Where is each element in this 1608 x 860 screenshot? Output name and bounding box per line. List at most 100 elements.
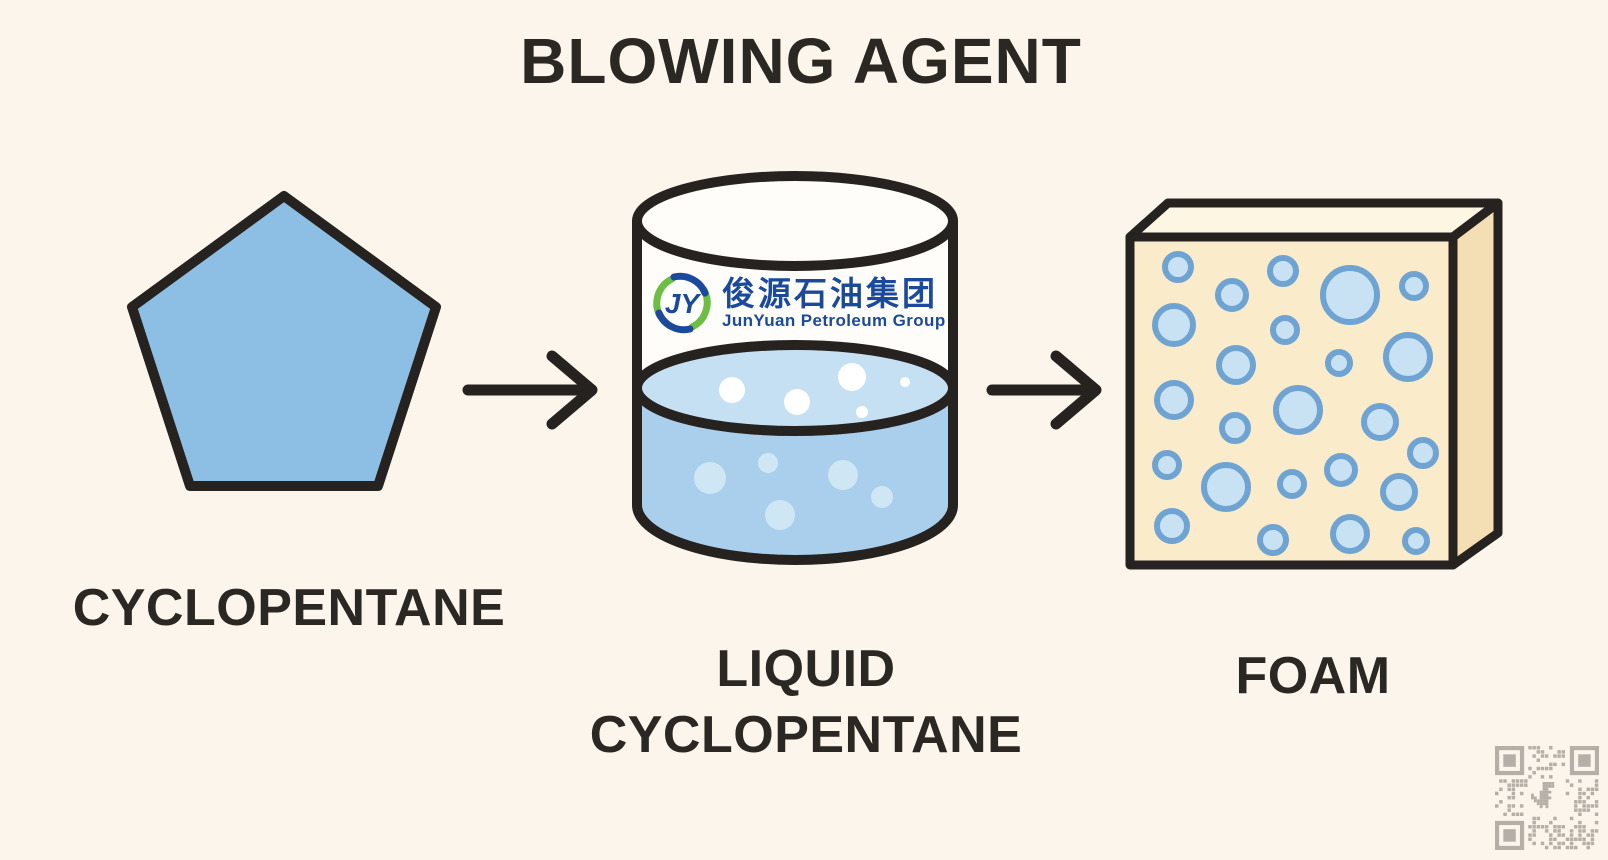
qr-module [1549, 841, 1553, 846]
bubble [1152, 450, 1182, 480]
qr-module [1561, 754, 1566, 758]
qr-module [1542, 784, 1546, 788]
qr-module [1536, 802, 1540, 806]
qr-module [1569, 833, 1574, 837]
qr-module [1503, 779, 1507, 783]
bubble [1154, 508, 1190, 544]
bubble [1257, 524, 1289, 556]
qr-module [1578, 820, 1582, 825]
qr-module [1519, 812, 1524, 817]
qr-module [1582, 829, 1586, 833]
qr-module [1553, 762, 1557, 767]
qr-module [1544, 829, 1549, 833]
qr-module [1586, 833, 1590, 837]
bubble [1407, 437, 1439, 469]
qr-module [1519, 804, 1524, 808]
qr-module [1536, 766, 1541, 771]
qr-module [1528, 825, 1532, 829]
qr-module [1553, 825, 1557, 829]
qr-module [1561, 833, 1566, 837]
liquid-surface [632, 340, 958, 436]
qr-module [1582, 800, 1586, 804]
qr-module [1574, 825, 1578, 829]
qr-module [1553, 837, 1557, 841]
qr-module [1545, 796, 1549, 800]
qr-module [1569, 837, 1574, 841]
qr-module [1495, 791, 1499, 796]
bubble [1273, 385, 1323, 435]
qr-module [1574, 808, 1578, 812]
qr-module [1528, 766, 1532, 771]
bubble [758, 453, 778, 473]
bubble [1361, 403, 1399, 441]
qr-module [1578, 791, 1582, 796]
qr-module [1515, 812, 1520, 817]
qr-module [1539, 793, 1543, 797]
qr-module [1544, 845, 1549, 850]
bubble [1320, 265, 1380, 325]
qr-module [1578, 800, 1582, 804]
qr-module [1540, 825, 1545, 829]
foam-side-face [1448, 198, 1503, 570]
qr-module [1545, 784, 1549, 788]
logo-text: 俊源石油集团 JunYuan Petroleum Group [722, 277, 946, 329]
bubble [1270, 315, 1300, 345]
bubble [765, 500, 795, 530]
qr-module [1569, 783, 1574, 787]
qr-module [1574, 804, 1578, 808]
qr-module [1542, 790, 1546, 794]
qr-module [1540, 775, 1545, 779]
arrow-right-icon [462, 350, 598, 430]
qr-module [1549, 762, 1553, 767]
qr-module [1531, 793, 1534, 797]
qr-module [1565, 791, 1570, 796]
logo-badge-bg [655, 276, 709, 330]
label-liquid-cyclopentane: LIQUID CYCLOPENTANE [456, 636, 1156, 768]
qr-module [1532, 754, 1536, 758]
qr-module [1542, 799, 1546, 803]
bubble [694, 462, 726, 494]
qr-module [1582, 791, 1586, 796]
qr-module [1519, 791, 1524, 796]
qr-module [1528, 833, 1532, 837]
qr-module [1557, 750, 1561, 754]
qr-module [1539, 796, 1543, 800]
qr-module [1528, 775, 1532, 779]
qr-module [1503, 812, 1507, 817]
label-liquid-line1: LIQUID [716, 640, 896, 698]
qr-module [1557, 829, 1561, 833]
qr-module [1532, 825, 1536, 829]
qr-module [1532, 816, 1536, 821]
qr-module [1553, 816, 1557, 821]
qr-module [1548, 796, 1552, 800]
qr-module [1594, 829, 1599, 833]
qr-module [1549, 775, 1553, 779]
bubble [1325, 349, 1353, 377]
qr-module [1532, 833, 1536, 837]
liquid-bubbles [694, 453, 893, 530]
qr-module [1594, 787, 1599, 792]
qr-module [1511, 795, 1516, 800]
qr-module [1549, 746, 1553, 750]
qr-module [1561, 825, 1566, 829]
qr-module [1545, 782, 1549, 785]
bubble [1383, 332, 1433, 382]
qr-module [1519, 779, 1524, 783]
qr-module [1544, 825, 1549, 829]
qr-module [1524, 783, 1528, 787]
pentagon-group [127, 191, 441, 491]
qr-module [1532, 770, 1536, 775]
qr-module [1569, 845, 1574, 850]
qr-module [1586, 808, 1590, 812]
qr-module [1590, 837, 1595, 841]
qr-module [1536, 758, 1541, 762]
qr-module [1582, 825, 1586, 829]
qr-module [1557, 825, 1561, 829]
qr-module [1586, 841, 1590, 846]
qr-module [1542, 802, 1546, 806]
qr-module [1586, 787, 1590, 792]
qr-module [1540, 841, 1545, 846]
qr-module [1590, 804, 1595, 808]
qr-module [1542, 796, 1546, 800]
